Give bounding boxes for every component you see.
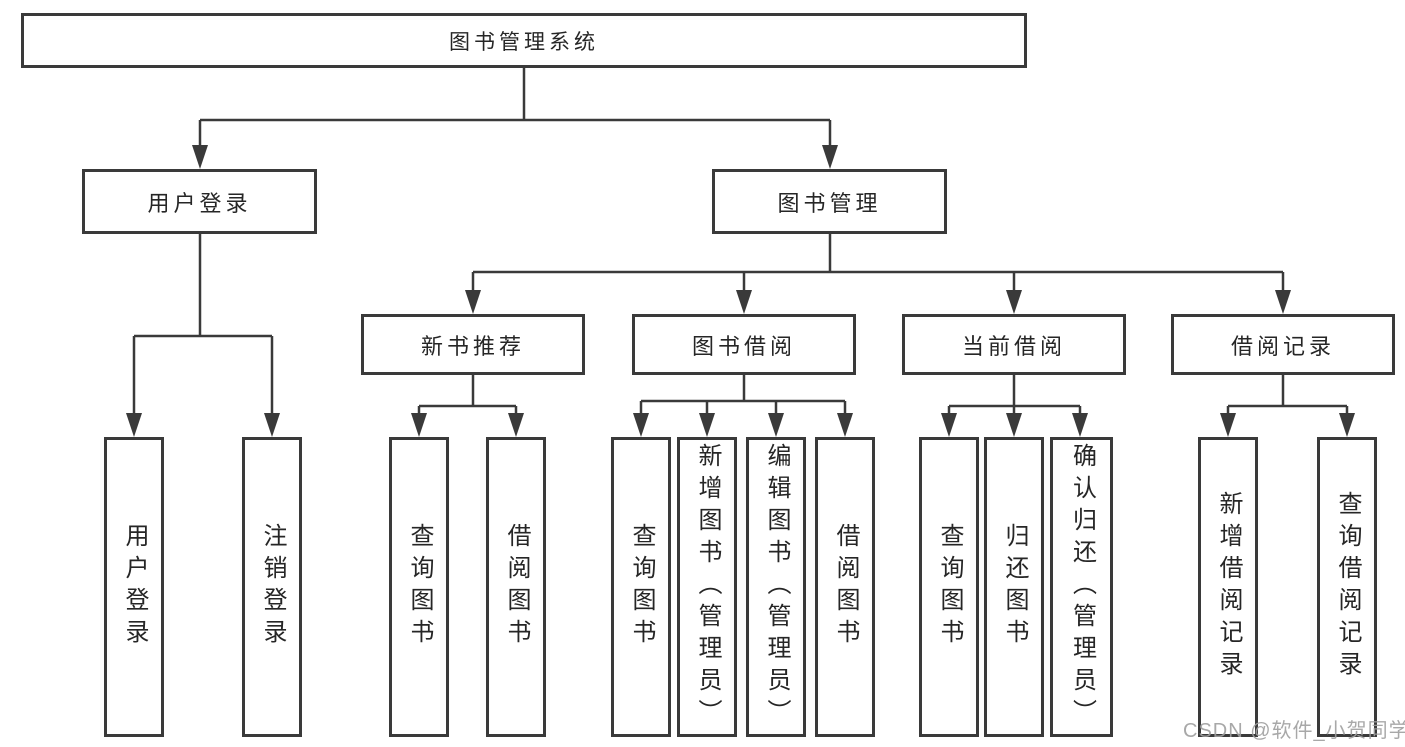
node-borrow-records: 借阅记录 [1171,314,1395,375]
arrowhead [1006,413,1022,437]
leaf-query-books-1: 查询图书 [389,437,449,737]
arrowhead [1220,413,1236,437]
arrowhead [1006,290,1022,314]
connector-current-borrow-children [941,375,1088,437]
leaf-user-login: 用户登录 [104,437,164,737]
arrowhead [736,290,752,314]
node-book-borrowing: 图书借阅 [632,314,856,375]
node-new-book-recommend: 新书推荐 [361,314,585,375]
arrowhead [126,413,142,437]
arrowhead [1072,413,1088,437]
arrowhead [411,413,427,437]
node-root-library-system: 图书管理系统 [21,13,1027,68]
leaf-edit-books-admin: 编辑图书（管理员） [746,437,806,737]
csdn-watermark: CSDN @软件_小贺同学 [1183,720,1405,742]
leaf-query-borrow-record: 查询借阅记录 [1317,437,1377,737]
node-user-login-group: 用户登录 [82,169,317,234]
connector-borrow-record-children [1220,375,1355,437]
connector-new-book-children [411,375,524,437]
arrowhead [1275,290,1291,314]
leaf-add-borrow-record: 新增借阅记录 [1198,437,1258,737]
connector-book-mgmt-to-level2 [465,234,1291,314]
arrowhead [822,145,838,169]
arrowhead [699,413,715,437]
leaf-query-books-3: 查询图书 [919,437,979,737]
connector-root-to-level1 [192,68,838,169]
leaf-add-books-admin: 新增图书（管理员） [677,437,737,737]
arrowhead [768,413,784,437]
leaf-confirm-return-admin: 确认归还（管理员） [1050,437,1113,737]
arrowhead [633,413,649,437]
connector-book-borrow-children [633,375,853,437]
arrowhead [941,413,957,437]
leaf-borrow-books-1: 借阅图书 [486,437,546,737]
leaf-return-books: 归还图书 [984,437,1044,737]
leaf-query-books-2: 查询图书 [611,437,671,737]
arrowhead [1339,413,1355,437]
arrowhead [508,413,524,437]
leaf-logout: 注销登录 [242,437,302,737]
arrowhead [837,413,853,437]
node-current-borrowing: 当前借阅 [902,314,1126,375]
arrowhead [192,145,208,169]
node-book-management-group: 图书管理 [712,169,947,234]
leaf-borrow-books-2: 借阅图书 [815,437,875,737]
arrowhead [465,290,481,314]
arrowhead [264,413,280,437]
connector-user-login-children [126,234,280,437]
